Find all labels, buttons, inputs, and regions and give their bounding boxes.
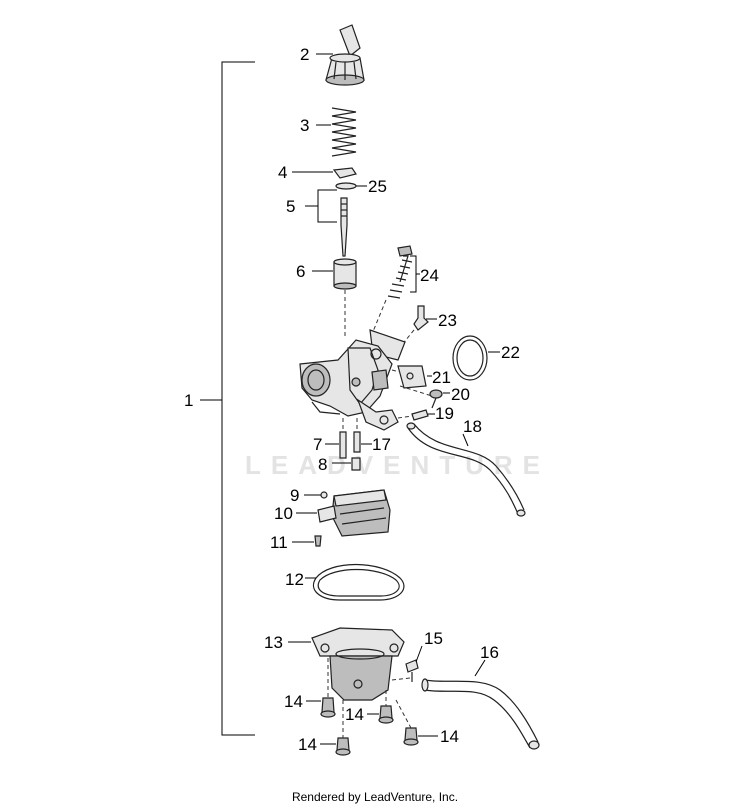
callout-17[interactable]: 17 (372, 435, 391, 454)
callout-12[interactable]: 12 (285, 570, 304, 589)
callout-23[interactable]: 23 (438, 311, 457, 330)
footer-credit: Rendered by LeadVenture, Inc. (291, 790, 459, 804)
part-23-fitting[interactable] (413, 305, 429, 331)
part-7-main-jet[interactable] (339, 431, 347, 459)
part-8-jet-holder[interactable] (351, 457, 361, 471)
callout-24[interactable]: 24 (420, 266, 439, 285)
part-4-clip[interactable] (332, 167, 357, 179)
callout-19[interactable]: 19 (435, 404, 454, 423)
assembly-bracket (221, 61, 255, 736)
part-2-fitting-cap[interactable] (325, 24, 365, 86)
callout-21[interactable]: 21 (432, 368, 451, 387)
part-3-spring[interactable] (331, 107, 357, 157)
callout-4[interactable]: 4 (278, 163, 287, 182)
callout-13[interactable]: 13 (264, 633, 283, 652)
callout-5[interactable]: 5 (286, 197, 295, 216)
watermark-text: LEADVENTURE (245, 450, 550, 480)
callout-10[interactable]: 10 (274, 504, 293, 523)
callout-2[interactable]: 2 (300, 45, 309, 64)
part-12-gasket[interactable] (312, 563, 405, 601)
callout-14-a[interactable]: 14 (284, 692, 303, 711)
callout-8[interactable]: 8 (318, 455, 327, 474)
part-21-lever-bracket[interactable] (397, 365, 427, 389)
callout-14-c[interactable]: 14 (298, 735, 317, 754)
callout-14-d[interactable]: 14 (440, 727, 459, 746)
callout-25[interactable]: 25 (368, 177, 387, 196)
part-14-screw-d[interactable] (403, 727, 419, 746)
callout-3[interactable]: 3 (300, 116, 309, 135)
part-11-needle-valve[interactable] (314, 535, 322, 547)
callout-1[interactable]: 1 (184, 391, 193, 410)
callout-16[interactable]: 16 (480, 643, 499, 662)
part-float[interactable] (331, 489, 391, 537)
callout-20[interactable]: 20 (451, 385, 470, 404)
part-6-throttle-slide[interactable] (333, 258, 357, 290)
callout-11[interactable]: 11 (270, 533, 288, 552)
part-18-hose[interactable] (406, 422, 526, 517)
part-14-screw-a[interactable] (320, 697, 336, 718)
callout-14-b[interactable]: 14 (345, 705, 364, 724)
part-carburetor-body[interactable] (299, 329, 406, 431)
part-5-jet-needle[interactable] (340, 197, 348, 257)
callout-6[interactable]: 6 (296, 262, 305, 281)
part-16-drain-hose[interactable] (421, 678, 540, 750)
part-14-screw-c[interactable] (335, 737, 351, 756)
part-9-screw[interactable] (320, 491, 328, 499)
callout-7[interactable]: 7 (313, 435, 322, 454)
callout-15[interactable]: 15 (424, 629, 443, 648)
part-14-screw-b[interactable] (378, 705, 394, 724)
part-17-pilot-jet[interactable] (353, 431, 361, 453)
part-22-o-ring[interactable] (452, 335, 488, 381)
callout-18[interactable]: 18 (463, 417, 482, 436)
part-19-fitting[interactable] (411, 409, 429, 421)
part-10-float-pin[interactable] (317, 505, 337, 523)
part-24-idle-screw[interactable] (387, 245, 413, 299)
callout-22[interactable]: 22 (501, 343, 520, 362)
callout-9[interactable]: 9 (290, 486, 299, 505)
part-20-screw[interactable] (429, 389, 443, 409)
part-25-retainer[interactable] (335, 182, 357, 190)
part-15-drain-screw[interactable] (405, 659, 419, 682)
part-13-float-bowl[interactable] (311, 627, 405, 701)
